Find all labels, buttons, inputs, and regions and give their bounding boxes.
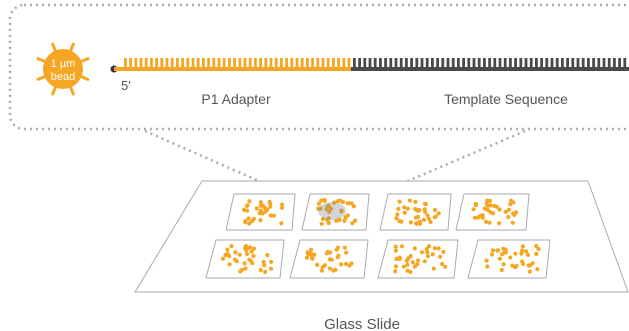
- bead-label-line2: bead: [51, 71, 75, 83]
- slide-well: [289, 239, 369, 279]
- slide-well: [225, 193, 296, 231]
- adapter-label: P1 Adapter: [201, 91, 271, 107]
- slide-well: [205, 239, 285, 279]
- slide-well: [301, 193, 370, 231]
- dna-strands: [114, 58, 629, 71]
- bead-label-line1: 1 µm: [51, 58, 76, 70]
- five-prime-label: 5′: [121, 78, 131, 93]
- slide-wells: [205, 193, 551, 279]
- p1-adapter-strand: [122, 58, 351, 71]
- template-strand: [351, 58, 629, 71]
- slide-well: [455, 193, 530, 231]
- template-label: Template Sequence: [444, 91, 568, 107]
- zoom-callout-box: [8, 3, 629, 131]
- slide-well: [377, 239, 459, 279]
- slide-label: Glass Slide: [324, 316, 400, 331]
- slide-well: [467, 239, 551, 279]
- bead-icon: [36, 42, 90, 96]
- slide-well: [379, 193, 452, 231]
- bead-body: [43, 49, 83, 89]
